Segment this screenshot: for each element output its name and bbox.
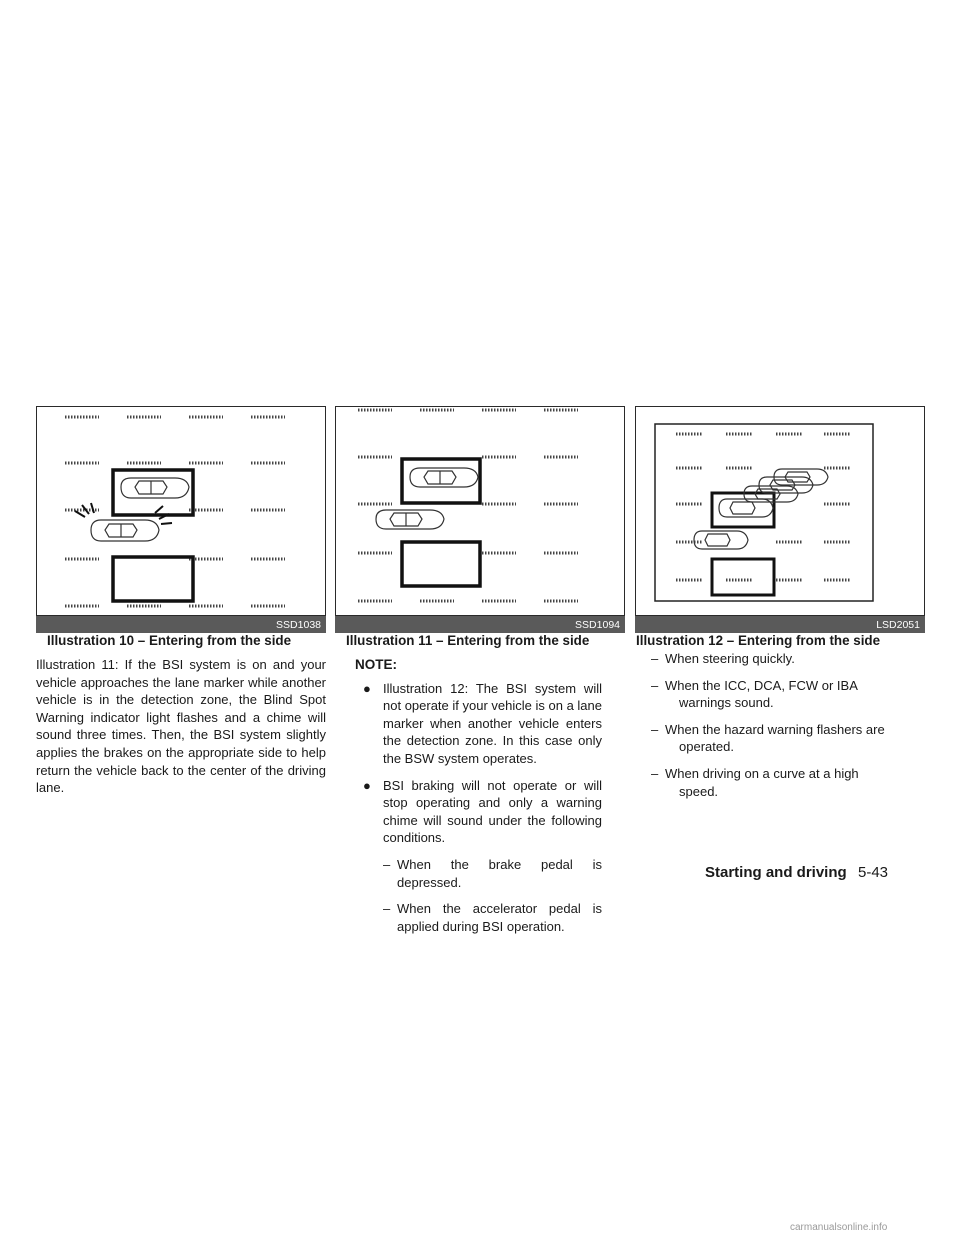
dash-icon: – [383, 856, 391, 872]
figure-code: LSD2051 [635, 616, 925, 633]
sub-list-item-text: When the hazard warning flashers are ope… [665, 721, 885, 755]
sub-list-item-text: When driving on a curve at a high speed. [665, 765, 859, 799]
illustration-12 [635, 406, 925, 616]
sub-list-item: –When the hazard warning flashers are op… [651, 721, 895, 756]
sub-list-item: –When steering quickly. [651, 650, 895, 668]
dash-icon: – [383, 901, 391, 917]
illustration-11-drawing [358, 408, 578, 603]
sub-list-item: –When driving on a curve at a high speed… [651, 765, 895, 800]
dash-icon: – [651, 721, 659, 737]
illustration-10 [36, 406, 326, 616]
sub-list-item: –When the brake pedal is depressed. [355, 856, 602, 891]
dash-icon: – [651, 677, 659, 693]
figure-code: SSD1094 [335, 616, 625, 633]
figure-caption: Illustration 10 – Entering from the side [47, 633, 292, 648]
column-1: Illustration 11: If the BSI system is on… [36, 656, 326, 797]
dash-icon: – [651, 651, 659, 666]
figure-code: SSD1038 [36, 616, 326, 633]
illustration-10-drawing [65, 415, 285, 608]
column-3: –When steering quickly. –When the ICC, D… [651, 650, 895, 809]
dash-icon: – [651, 765, 659, 781]
sub-list-item-text: When the accelerator pedal is applied du… [397, 901, 602, 934]
note-heading: NOTE: [355, 657, 397, 672]
sub-list-item: –When the ICC, DCA, FCW or IBA warnings … [651, 677, 895, 712]
illustration-12-drawing [654, 423, 874, 602]
list-item-text: BSI braking will not operate or will sto… [383, 777, 602, 846]
sub-list-item-text: When the brake pedal is depressed. [397, 856, 602, 890]
figure-caption: Illustration 12 – Entering from the side [636, 633, 881, 648]
sub-list-item-text: When the ICC, DCA, FCW or IBA warnings s… [665, 677, 858, 711]
body-paragraph: Illustration 11: If the BSI system is on… [36, 657, 326, 796]
column-2: NOTE: ● Illustration 12: The BSI system w… [355, 656, 602, 944]
sub-list-item: –When the accelerator pedal is applied d… [355, 900, 602, 935]
list-item: ● Illustration 12: The BSI system will no… [355, 680, 602, 768]
page-number: 5-43 [858, 864, 889, 881]
list-item: ● BSI braking will not operate or will st… [355, 777, 602, 847]
bullet-icon: ● [363, 777, 371, 793]
bullet-icon: ● [363, 680, 371, 696]
list-item-text: Illustration 12: The BSI system will not… [383, 680, 602, 766]
section-title: Starting and driving [705, 864, 847, 881]
figure-caption: Illustration 11 – Entering from the side [346, 633, 590, 648]
illustration-11 [335, 406, 625, 616]
sub-list-item-text: When steering quickly. [665, 651, 795, 666]
watermark: carmanualsonline.info [790, 1222, 888, 1233]
